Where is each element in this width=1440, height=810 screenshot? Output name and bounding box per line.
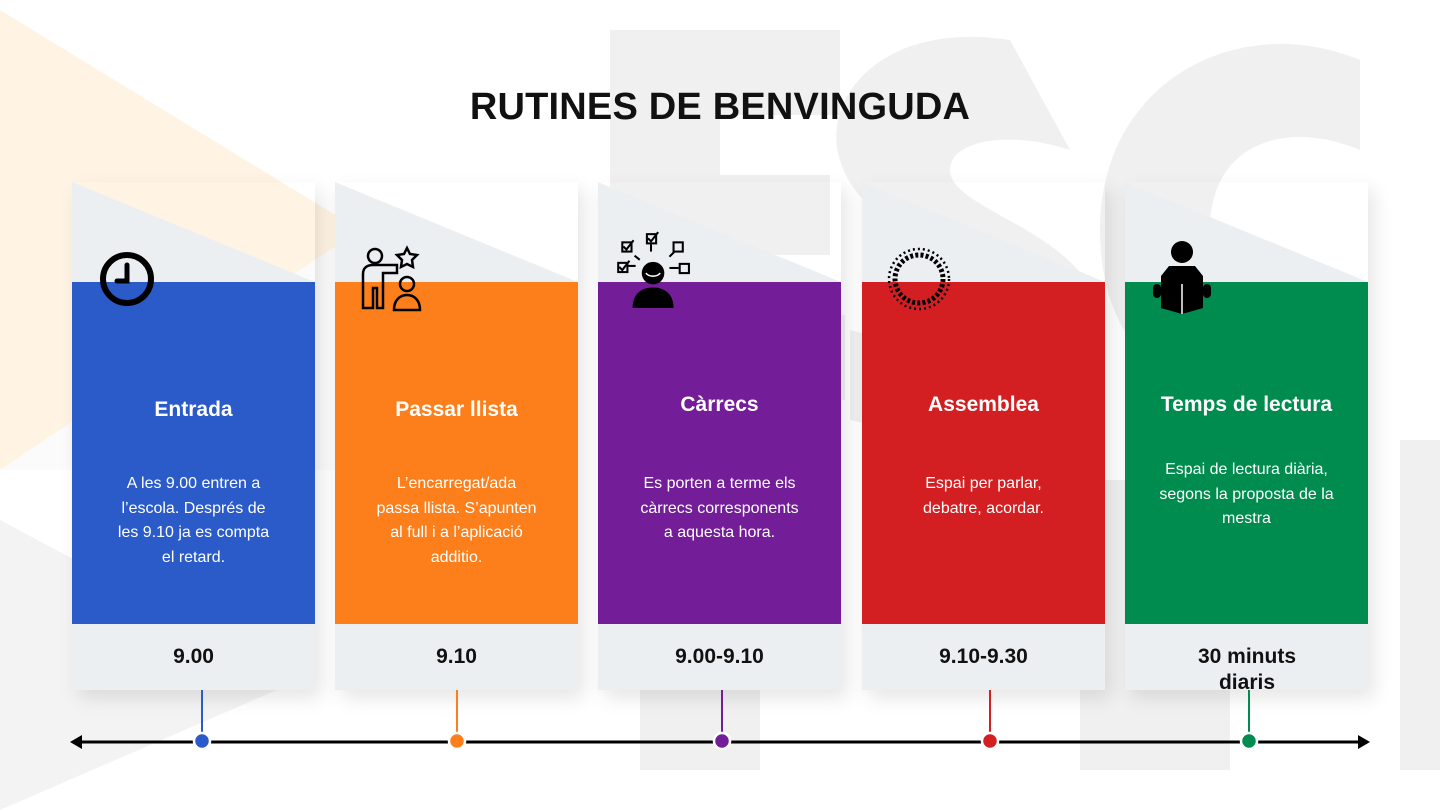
card-description: L’encarregat/ada passa llista. S’apunten… (376, 475, 537, 566)
teacher-student-icon (361, 245, 422, 312)
card-title: Temps de lectura (1160, 393, 1333, 416)
time-box: 9.00-9.10 (598, 624, 841, 690)
person-tasks-icon (617, 231, 690, 308)
routine-card-carrecs: Càrrecs Es porten a terme els càrrecs co… (598, 182, 841, 690)
page-title: RUTINES DE BENVINGUDA (469, 86, 971, 128)
time-box: 9.10-9.30 (862, 624, 1105, 690)
card-body (1125, 282, 1368, 624)
card-body (72, 282, 315, 624)
card-description: Espai per parlar, debatre, acordar. (923, 475, 1044, 517)
time-box: 9.00 (72, 624, 315, 690)
card-time: 9.00 (173, 645, 214, 668)
reading-person-icon (1153, 241, 1211, 314)
routine-card-temps-de-lectura: Temps de lectura Espai de lectura diària… (1125, 182, 1368, 694)
time-box: 9.10 (335, 624, 578, 690)
card-description: Es porten a terme els càrrecs correspone… (640, 475, 799, 541)
card-title: Càrrecs (680, 393, 759, 416)
card-time: 9.10-9.30 (939, 645, 1028, 668)
time-box: 30 minuts diaris (1125, 624, 1368, 694)
card-description: Espai de lectura diària, segons la propo… (1159, 461, 1334, 527)
card-body (335, 282, 578, 624)
card-body (862, 282, 1105, 624)
clock-icon (100, 252, 154, 306)
card-time: 30 minuts diaris (1197, 645, 1297, 694)
people-circle-icon (887, 247, 951, 311)
routine-card-assemblea: Assemblea Espai per parlar, debatre, aco… (862, 182, 1105, 690)
card-body (598, 282, 841, 624)
card-time: 9.10 (436, 645, 477, 668)
card-title: Entrada (154, 398, 233, 421)
card-time: 9.00-9.10 (675, 645, 764, 668)
routine-card-passar-llista: Passar llista L’encarregat/ada passa lli… (335, 182, 578, 690)
routine-card-entrada: Entrada A les 9.00 entren a l’escola. De… (72, 182, 315, 690)
card-description: A les 9.00 entren a l’escola. Després de… (117, 475, 270, 566)
card-title: Passar llista (395, 398, 518, 421)
card-title: Assemblea (928, 393, 1039, 416)
